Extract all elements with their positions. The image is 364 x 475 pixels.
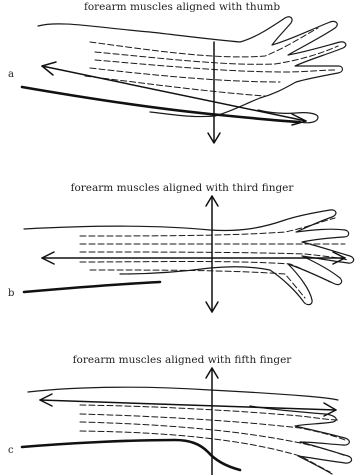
- panel-c-muscle-lines: [80, 405, 346, 472]
- panel-a-vertical-arrow: [208, 42, 220, 143]
- panel-b-vertical-arrow: [206, 196, 218, 312]
- panel-c-arm-outline: [28, 387, 338, 400]
- panel-b-forearm-edge: [24, 282, 160, 292]
- panel-c-forearm-edge: [22, 440, 240, 470]
- panel-b-drawing: [24, 196, 354, 312]
- panel-a-arm-outline: [38, 17, 346, 117]
- panel-a-forearm-edge: [22, 87, 300, 122]
- panel-a-muscle-lines: [85, 28, 338, 96]
- panel-a-drawing: [22, 17, 346, 143]
- panel-c-drawing: [22, 368, 352, 475]
